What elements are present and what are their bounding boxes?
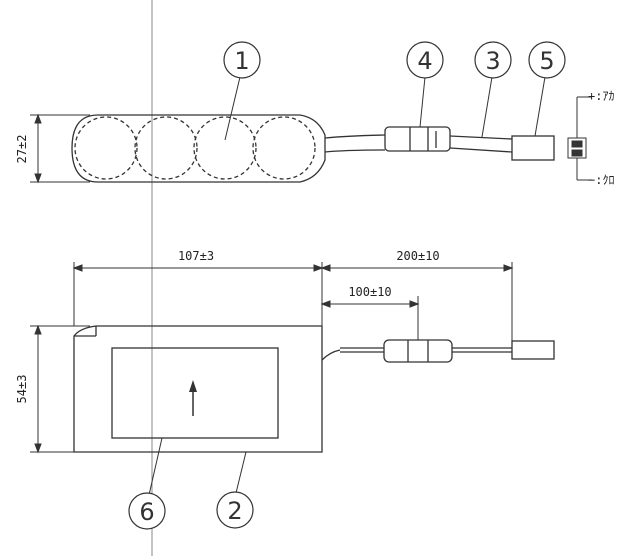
leaders-top <box>224 76 546 141</box>
lead-exit <box>321 349 341 361</box>
cell-1 <box>74 116 138 180</box>
polarity-plus-label: +:ｱｶ <box>588 89 614 103</box>
dim-height-bottom-label: 54±3 <box>15 375 29 404</box>
callout-2-label: 2 <box>227 497 242 525</box>
dim-height-top-label: 27±2 <box>15 135 29 164</box>
lead-wire-bottom <box>324 149 386 153</box>
leader-1 <box>224 76 241 141</box>
connector-face <box>567 96 592 181</box>
leader-4 <box>419 76 426 128</box>
pack-body <box>73 325 323 453</box>
connector-pin-minus <box>571 149 583 157</box>
connector-pin-plus <box>571 140 583 148</box>
cell-3 <box>193 116 257 180</box>
dim-lead-total-label: 200±10 <box>396 249 439 263</box>
callout-1: 1 <box>223 41 261 79</box>
label-area <box>111 347 279 439</box>
leader-5 <box>534 76 546 137</box>
fuse-holder-bottom <box>383 339 453 363</box>
arrow-icon <box>189 380 197 416</box>
polarity-minus-label: −:ｸﾛ <box>588 173 614 187</box>
leaders-bottom <box>148 437 247 496</box>
leader-3 <box>481 76 493 138</box>
callout-2: 2 <box>216 491 254 529</box>
callout-6: 6 <box>128 492 166 530</box>
bottom-view <box>73 325 555 453</box>
lead-wire-mid-1 <box>449 135 513 140</box>
callout-1-label: 1 <box>234 47 249 75</box>
callout-3: 3 <box>474 41 512 79</box>
callout-5: 5 <box>528 41 566 79</box>
lead-wire-top <box>324 134 386 139</box>
dim-lines-bottom <box>30 262 514 454</box>
pack-outline <box>71 114 326 183</box>
callout-5-label: 5 <box>539 47 554 75</box>
cell-2 <box>134 116 198 180</box>
lead-wire-mid-2 <box>449 147 513 153</box>
connector-bottom <box>511 340 555 360</box>
callouts-bottom: 6 2 <box>128 491 254 530</box>
callouts-top: 1 4 3 5 <box>223 41 566 79</box>
callout-4: 4 <box>406 41 444 79</box>
fuse-holder <box>384 126 451 152</box>
leader-2 <box>235 451 247 494</box>
dim-height-top <box>30 113 90 184</box>
dim-lead-mid-label: 100±10 <box>348 285 391 299</box>
callout-6-label: 6 <box>139 498 154 526</box>
leader-6 <box>148 437 163 496</box>
callout-4-label: 4 <box>417 47 432 75</box>
top-view <box>71 114 555 183</box>
callout-3-label: 3 <box>485 47 500 75</box>
connector <box>511 135 555 161</box>
dim-length-label: 107±3 <box>178 249 214 263</box>
cell-4 <box>252 116 316 180</box>
